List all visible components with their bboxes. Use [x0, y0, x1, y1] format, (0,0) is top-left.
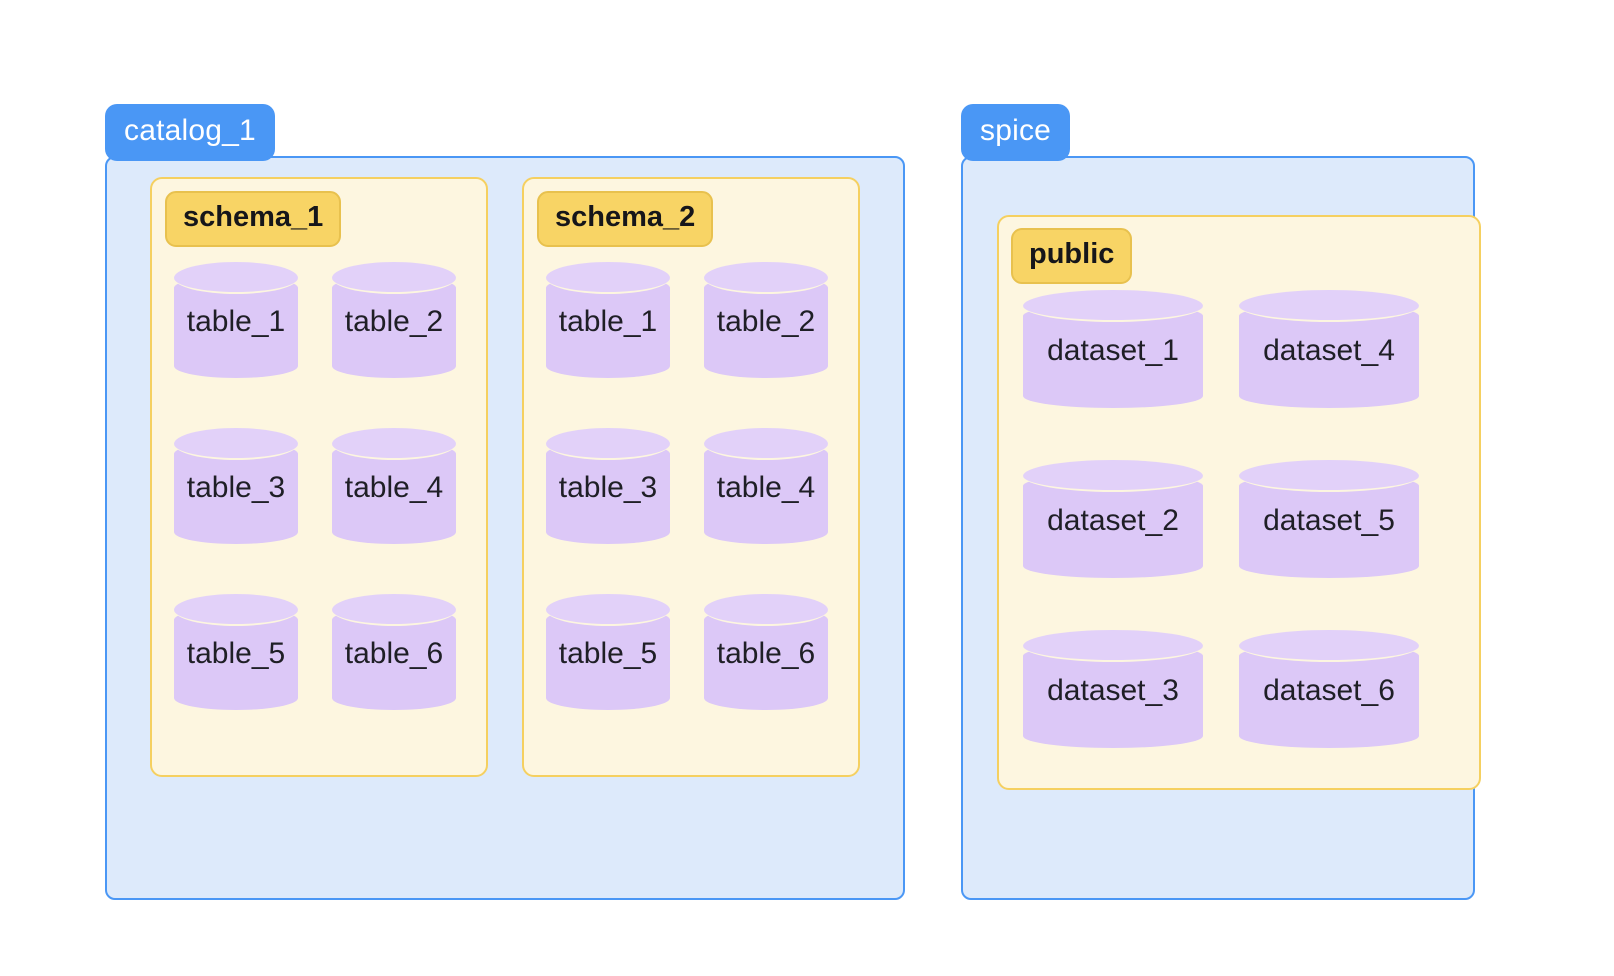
cylinder-label: table_6 [344, 636, 444, 670]
cylinder-label: table_5 [558, 636, 658, 670]
cylinder-label: dataset_3 [1047, 673, 1179, 707]
cylinder-label: dataset_6 [1263, 673, 1395, 707]
cylinder-table[interactable]: table_3 [546, 428, 670, 544]
group-badge-spice[interactable]: spice [961, 104, 1071, 161]
cylinder-top-ellipse [1239, 290, 1419, 322]
schema-badge-schema-1[interactable]: schema_1 [165, 191, 342, 247]
cylinder-label: table_1 [186, 304, 286, 338]
cylinder-table[interactable]: table_1 [174, 262, 298, 378]
cylinder-label: dataset_5 [1263, 503, 1395, 537]
schema-badge-schema-2[interactable]: schema_2 [537, 191, 714, 247]
cylinder-top-ellipse [704, 262, 828, 294]
cylinder-table[interactable]: table_4 [332, 428, 456, 544]
cylinder-top-ellipse [1023, 460, 1203, 492]
cylinder-label: table_3 [186, 470, 286, 504]
cylinder-dataset[interactable]: dataset_1 [1023, 290, 1203, 408]
cylinder-label: dataset_2 [1047, 503, 1179, 537]
cylinder-table[interactable]: table_5 [174, 594, 298, 710]
cylinder-label: dataset_4 [1263, 333, 1395, 367]
cylinder-table[interactable]: table_2 [332, 262, 456, 378]
group-spice: spice public dataset_1 dataset_4 [961, 104, 1481, 900]
group-catalog-1: catalog_1 schema_1 table_1 table_2 [105, 104, 905, 900]
table-grid-schema-1: table_1 table_2 table_3 [174, 262, 456, 710]
cylinder-label: table_2 [716, 304, 816, 338]
cylinder-top-ellipse [1239, 630, 1419, 662]
schema-badge-public[interactable]: public [1011, 228, 1133, 284]
cylinder-table[interactable]: table_6 [332, 594, 456, 710]
cylinder-label: table_6 [716, 636, 816, 670]
group-badge-catalog-1[interactable]: catalog_1 [105, 104, 275, 161]
cylinder-label: table_5 [186, 636, 286, 670]
cylinder-dataset[interactable]: dataset_2 [1023, 460, 1203, 578]
cylinder-top-ellipse [332, 594, 456, 626]
cylinder-label: table_3 [558, 470, 658, 504]
cylinder-top-ellipse [1023, 630, 1203, 662]
cylinder-table[interactable]: table_1 [546, 262, 670, 378]
cylinder-top-ellipse [704, 594, 828, 626]
cylinder-dataset[interactable]: dataset_5 [1239, 460, 1419, 578]
cylinder-label: dataset_1 [1047, 333, 1179, 367]
cylinder-table[interactable]: table_4 [704, 428, 828, 544]
cylinder-top-ellipse [546, 594, 670, 626]
cylinder-top-ellipse [332, 428, 456, 460]
dataset-grid-public: dataset_1 dataset_4 dataset_2 [1023, 290, 1419, 748]
table-grid-schema-2: table_1 table_2 table_3 [546, 262, 828, 710]
cylinder-table[interactable]: table_6 [704, 594, 828, 710]
cylinder-label: table_1 [558, 304, 658, 338]
schema-box-public: public dataset_1 dataset_4 [997, 215, 1481, 790]
cylinder-top-ellipse [174, 262, 298, 294]
cylinder-top-ellipse [1239, 460, 1419, 492]
cylinder-dataset[interactable]: dataset_4 [1239, 290, 1419, 408]
cylinder-top-ellipse [174, 428, 298, 460]
cylinder-dataset[interactable]: dataset_3 [1023, 630, 1203, 748]
group-box-catalog-1: schema_1 table_1 table_2 [105, 156, 905, 900]
cylinder-label: table_2 [344, 304, 444, 338]
cylinder-top-ellipse [332, 262, 456, 294]
group-box-spice: public dataset_1 dataset_4 [961, 156, 1481, 900]
cylinder-dataset[interactable]: dataset_6 [1239, 630, 1419, 748]
cylinder-label: table_4 [344, 470, 444, 504]
schema-box-schema-2: schema_2 table_1 table_2 [522, 177, 860, 777]
cylinder-top-ellipse [174, 594, 298, 626]
cylinder-table[interactable]: table_2 [704, 262, 828, 378]
schema-box-schema-1: schema_1 table_1 table_2 [150, 177, 488, 777]
cylinder-top-ellipse [546, 428, 670, 460]
cylinder-table[interactable]: table_5 [546, 594, 670, 710]
cylinder-top-ellipse [546, 262, 670, 294]
cylinder-top-ellipse [1023, 290, 1203, 322]
cylinder-table[interactable]: table_3 [174, 428, 298, 544]
cylinder-label: table_4 [716, 470, 816, 504]
cylinder-top-ellipse [704, 428, 828, 460]
